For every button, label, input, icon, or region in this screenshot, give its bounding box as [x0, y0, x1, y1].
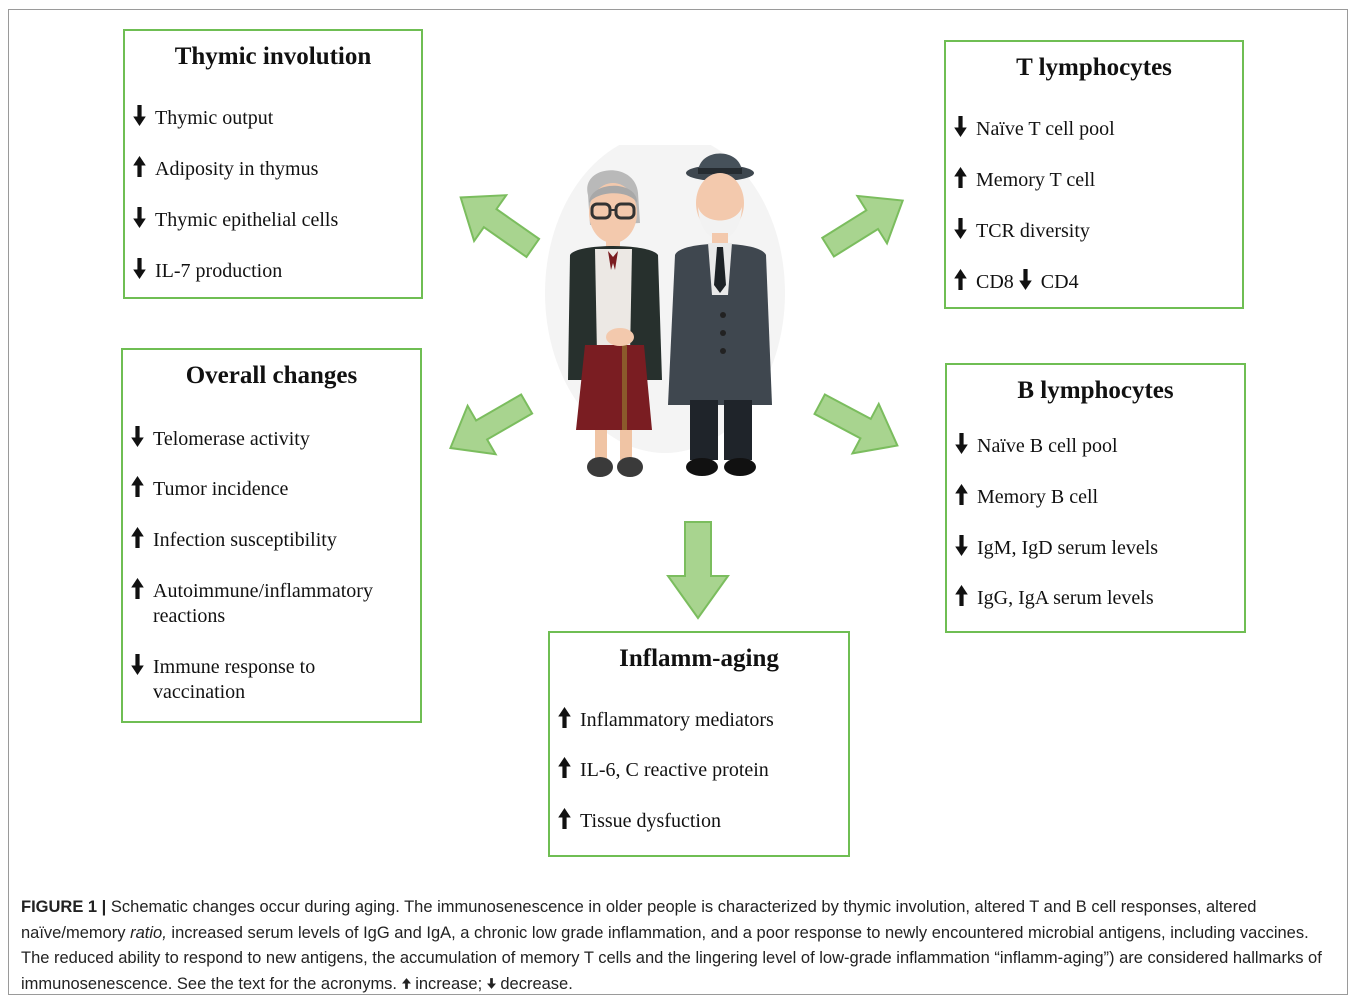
arrow-up-icon: [131, 527, 153, 553]
item-text-continuation: vaccination: [153, 681, 246, 703]
arrow-up-icon: [131, 578, 153, 604]
item-text: Memory T cell: [976, 169, 1096, 191]
t-lymphocytes-title: T lymphocytes: [1016, 54, 1172, 81]
caption-legend-decrease: decrease.: [500, 974, 573, 993]
list-item: Memory T cell: [954, 167, 1095, 193]
caption-text-part1: Schematic changes occur during aging. Th…: [21, 898, 1257, 942]
arrow-down-icon: [131, 426, 153, 452]
list-item: IL-7 production: [133, 258, 282, 284]
list-item: Tumor incidence: [131, 476, 288, 502]
arrow-to-thymic: [459, 194, 541, 259]
arrow-down-icon: [954, 116, 976, 142]
arrow-down-icon: [133, 258, 155, 284]
arrow-down-icon: [133, 207, 155, 233]
caption-legend-increase: increase;: [415, 974, 483, 993]
list-item: Immune response to vaccination: [131, 654, 315, 705]
elderly-man-figure: [668, 153, 772, 476]
list-item: Memory B cell: [955, 484, 1098, 510]
figure-frame: [8, 9, 1348, 995]
arrow-up-icon: [558, 808, 580, 834]
list-item: Autoimmune/inflammatory reactions: [131, 578, 373, 629]
caption-down-arrow-icon: [486, 975, 496, 993]
item-text: CD8: [976, 271, 1014, 293]
item-text: Immune response to: [153, 656, 316, 678]
arrow-down-icon: [133, 105, 155, 131]
item-text: Naïve T cell pool: [976, 118, 1115, 140]
list-item: Thymic output: [133, 105, 273, 131]
arrow-up-icon: [955, 585, 977, 611]
elderly-woman-figure: [568, 170, 662, 477]
arrow-to-inflamm: [666, 521, 730, 620]
item-text: IL-7 production: [155, 260, 283, 282]
list-item: Tissue dysfuction: [558, 808, 721, 834]
item-text: IgG, IgA serum levels: [977, 587, 1154, 609]
list-item: Thymic epithelial cells: [133, 207, 338, 233]
caption-italic-ratio: ratio,: [130, 923, 167, 942]
item-text: CD4: [1040, 271, 1079, 293]
arrow-up-icon: [955, 484, 977, 510]
list-item: TCR diversity: [954, 218, 1090, 244]
arrow-down-icon: [955, 433, 977, 459]
list-item: Inflammatory mediators: [558, 707, 774, 733]
list-item: IL-6, C reactive protein: [558, 757, 769, 783]
caption-up-arrow-icon: [401, 975, 411, 993]
list-item: Naïve T cell pool: [954, 116, 1115, 142]
item-text: Thymic output: [155, 107, 274, 129]
elderly-couple-illustration: [545, 145, 785, 477]
item-text: Thymic epithelial cells: [155, 209, 339, 231]
item-text: Telomerase activity: [153, 428, 310, 450]
arrow-up-icon: [131, 476, 153, 502]
item-text: Inflammatory mediators: [580, 709, 774, 731]
item-text: TCR diversity: [976, 220, 1090, 242]
arrow-up-icon: [558, 707, 580, 733]
item-text: Naïve B cell pool: [977, 435, 1118, 457]
inflamm-aging-title: Inflamm-aging: [619, 645, 779, 672]
list-item: Adiposity in thymus: [133, 156, 318, 182]
thymic-involution-title: Thymic involution: [174, 43, 372, 70]
arrow-down-icon: [131, 654, 153, 680]
item-text: Infection susceptibility: [153, 529, 337, 551]
caption-figure-label: FIGURE 1 |: [21, 898, 107, 916]
item-text: Memory B cell: [977, 486, 1099, 508]
list-item: Infection susceptibility: [131, 527, 337, 553]
list-item: Naïve B cell pool: [955, 433, 1118, 459]
arrow-down-icon: [955, 535, 977, 561]
b-lymphocytes-title: B lymphocytes: [1017, 377, 1174, 404]
overall-changes-title: Overall changes: [185, 362, 358, 389]
arrow-up-icon: [954, 167, 976, 193]
item-text: IgM, IgD serum levels: [977, 537, 1159, 559]
list-item: Telomerase activity: [131, 426, 310, 452]
item-text: Autoimmune/inflammatory: [153, 580, 373, 602]
list-item: IgM, IgD serum levels: [955, 535, 1158, 561]
arrow-down-icon: [1018, 269, 1041, 295]
item-text: Adiposity in thymus: [155, 158, 319, 180]
item-text: IL-6, C reactive protein: [580, 759, 769, 781]
arrow-up-icon: [133, 156, 155, 182]
caption-text-part2: increased serum levels of IgG and IgA, a…: [21, 923, 1322, 993]
figure-caption: FIGURE 1 | Schematic changes occur durin…: [21, 895, 1339, 997]
arrow-to-tcell: [820, 194, 905, 258]
arrow-down-icon: [954, 218, 976, 244]
arrow-up-icon: [558, 757, 580, 783]
item-text: Tissue dysfuction: [580, 810, 721, 832]
list-item: IgG, IgA serum levels: [955, 585, 1154, 611]
list-item: CD8 CD4: [954, 269, 1079, 295]
item-text-continuation: reactions: [153, 605, 226, 627]
arrow-to-bcell: [813, 393, 899, 455]
arrow-to-overall: [449, 393, 534, 456]
item-text: Tumor incidence: [153, 478, 289, 500]
arrow-up-icon: [954, 269, 976, 295]
